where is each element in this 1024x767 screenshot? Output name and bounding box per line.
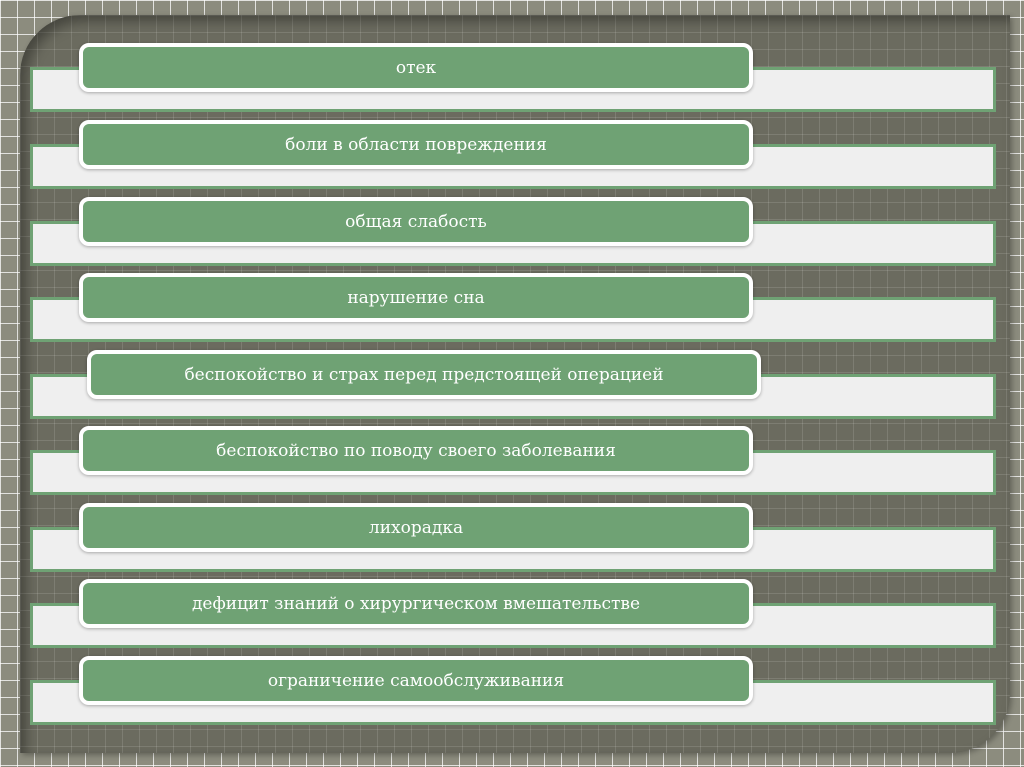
item-box: дефицит знаний о хирургическом вмешатель… xyxy=(79,579,753,628)
item-box: лихорадка xyxy=(79,503,753,552)
item-box: ограничение самообслуживания xyxy=(79,656,753,705)
list-item: беспокойство и страх перед предстоящей о… xyxy=(0,350,1024,420)
list-item: дефицит знаний о хирургическом вмешатель… xyxy=(0,579,1024,649)
list-item: нарушение сна xyxy=(0,273,1024,343)
item-box: общая слабость xyxy=(79,197,753,246)
item-box: боли в области повреждения xyxy=(79,120,753,169)
list-item: лихорадка xyxy=(0,503,1024,573)
list-item: общая слабость xyxy=(0,197,1024,267)
item-box: беспокойство по поводу своего заболевани… xyxy=(79,426,753,475)
list-item: ограничение самообслуживания xyxy=(0,656,1024,726)
item-box: нарушение сна xyxy=(79,273,753,322)
item-box: отек xyxy=(79,43,753,92)
item-box: беспокойство и страх перед предстоящей о… xyxy=(87,350,761,399)
list-item: боли в области повреждения xyxy=(0,120,1024,190)
list-item: беспокойство по поводу своего заболевани… xyxy=(0,426,1024,496)
list-item: отек xyxy=(0,43,1024,113)
